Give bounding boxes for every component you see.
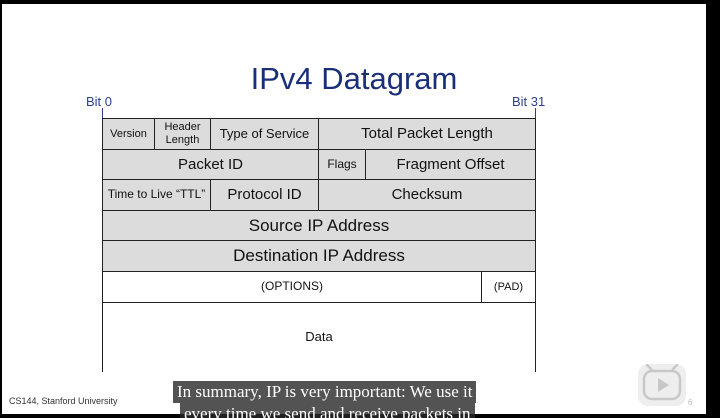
play-button[interactable] [638,363,686,406]
field-ttl: Time to Live “TTL” [102,179,211,211]
slide: IPv4 Datagram Bit 0 Bit 31 Version Heade… [2,4,706,414]
ipv4-header-diagram: Version Header Length Type of Service To… [102,118,536,372]
bit-0-label: Bit 0 [86,94,113,109]
field-checksum: Checksum [318,179,536,211]
bit-31-label: Bit 31 [512,94,546,109]
field-options: (OPTIONS) [102,271,482,303]
footer-text: CS144, Stanford University [9,396,118,406]
page-number: 6 [688,398,693,407]
subtitle-line-2: every time we send and receive packets i… [180,403,475,418]
field-version: Version [102,118,155,150]
field-data: Data [102,302,536,372]
field-flags: Flags [318,149,366,180]
field-header-length: Header Length [154,118,211,150]
field-protocol-id: Protocol ID [210,179,319,211]
field-pad: (PAD) [481,271,536,303]
field-fragment-offset: Fragment Offset [365,149,536,180]
subtitle-line-1: In summary, IP is very important: We use… [173,381,477,403]
play-icon [642,363,682,401]
field-destination-ip: Destination IP Address [102,240,536,272]
bit-31-tick [535,108,536,118]
bit-0-tick [102,108,103,118]
field-source-ip: Source IP Address [102,210,536,241]
field-total-packet-length: Total Packet Length [318,118,536,150]
slide-title: IPv4 Datagram [250,61,458,96]
field-packet-id: Packet ID [102,149,319,180]
field-type-of-service: Type of Service [210,118,319,150]
